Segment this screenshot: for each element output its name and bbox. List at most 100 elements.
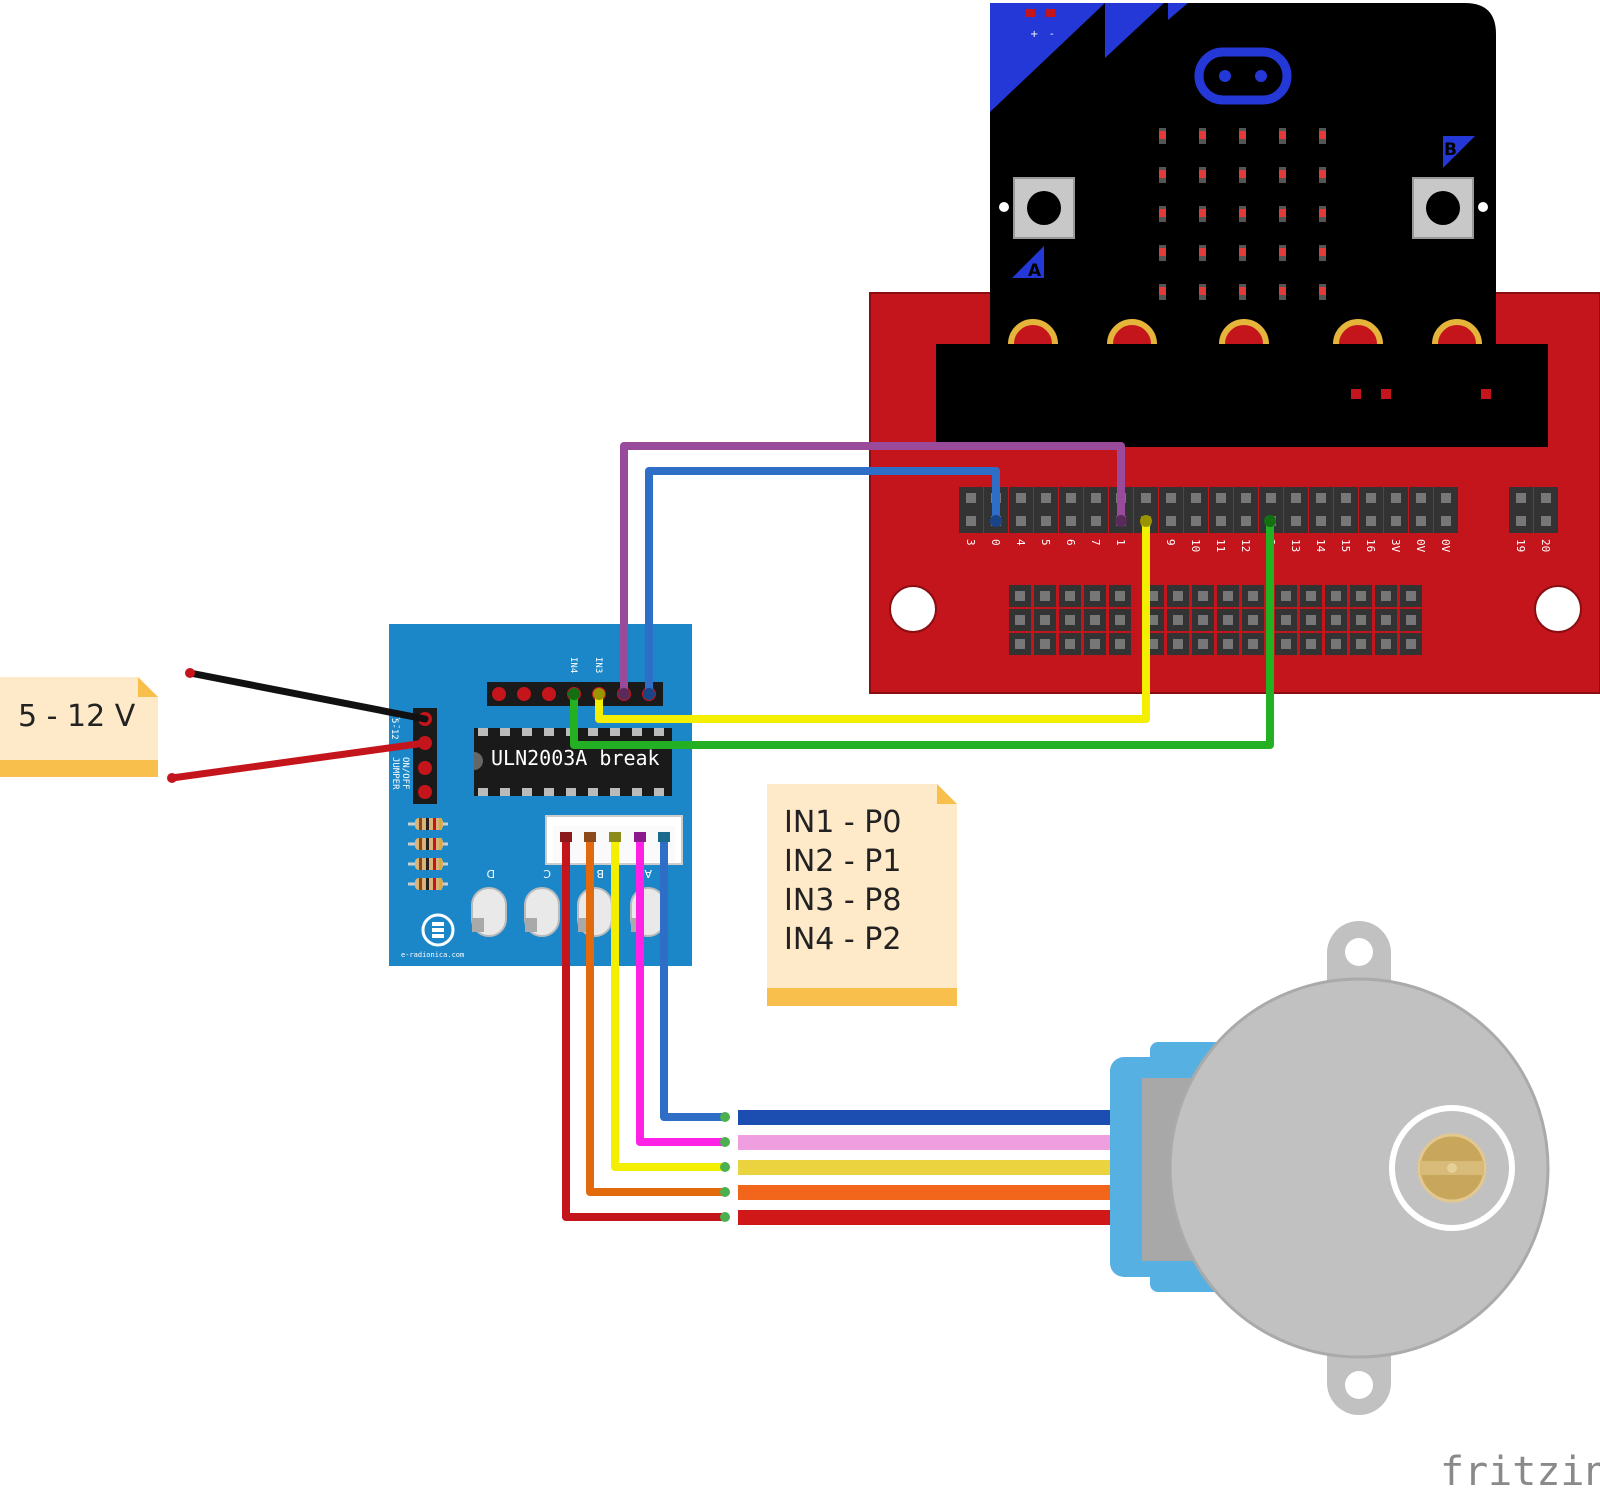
resistor-band [419, 838, 422, 850]
lower-header-pin [1306, 591, 1316, 601]
breakout-pin-label: 13 [1289, 539, 1302, 552]
header-pin [1391, 516, 1401, 526]
site-label: e-radionica.com [401, 951, 464, 959]
led-label-d: D [487, 867, 495, 880]
e-radionica-logo-icon [421, 913, 455, 947]
chip-label: ULN2003A break [491, 746, 660, 770]
button-b[interactable] [1412, 177, 1488, 239]
lower-header-pin [1040, 591, 1050, 601]
motor-leads [720, 1110, 1110, 1225]
chip-pin [588, 788, 598, 796]
lower-header-pin [1281, 615, 1291, 625]
lower-header-pin [1115, 591, 1125, 601]
header-pin [1166, 493, 1176, 503]
microbit: + - A B [990, 3, 1496, 346]
lower-header-pin [1148, 639, 1158, 649]
microbit-logo-icon [1194, 47, 1292, 105]
header-pin [1016, 516, 1026, 526]
led-pixel-light [1159, 170, 1166, 178]
led-shade [525, 918, 537, 932]
led-pixel-light [1159, 248, 1166, 256]
wires [167, 442, 1276, 1225]
pin-note-line-2: IN2 - P1 [784, 844, 901, 879]
resistor-band [426, 858, 429, 870]
lower-header-pin [1406, 615, 1416, 625]
lower-header-pin [1090, 591, 1100, 601]
lower-header-pin [1065, 615, 1075, 625]
wire-motor-yellow [611, 838, 725, 1171]
lower-header-pin [1040, 615, 1050, 625]
wire-endpoints [568, 515, 1276, 700]
chip-pin [544, 728, 554, 736]
header-pin [1516, 493, 1526, 503]
breakout-pin-label: 7 [1089, 539, 1102, 546]
wire-green-in4 [570, 521, 1274, 749]
wire-purple-in2 [620, 442, 1125, 694]
led-pixel-light [1159, 287, 1166, 295]
lower-header-pin [1065, 591, 1075, 601]
lower-header-pin [1381, 615, 1391, 625]
edge-pad [1219, 319, 1269, 345]
led-pixel-light [1239, 287, 1246, 295]
header-pin [1316, 493, 1326, 503]
lower-header-pin [1356, 591, 1366, 601]
led-pixel-light [1159, 131, 1166, 139]
header-pin [1366, 493, 1376, 503]
wire-motor-orange [586, 838, 725, 1196]
header-pin [1091, 516, 1101, 526]
pin-note-line-3: IN3 - P8 [784, 883, 901, 918]
breakout-pin-label: 10 [1189, 539, 1202, 552]
stepper-motor [1110, 921, 1550, 1415]
power-note-text: 5 - 12 V [18, 699, 136, 734]
fritzing-watermark: fritzing [1440, 1449, 1600, 1495]
lower-header-pin [1115, 615, 1125, 625]
header-pin [1166, 516, 1176, 526]
button-a[interactable] [999, 177, 1075, 239]
resistor-band [439, 818, 442, 830]
header-label-in3: IN3 [593, 657, 603, 673]
mount-hole-left [889, 585, 937, 633]
chip-pin [500, 728, 510, 736]
chip-pin [610, 788, 620, 796]
breakout-pin-label: 16 [1364, 539, 1377, 552]
header-pin [1041, 516, 1051, 526]
lower-header-pin [1090, 615, 1100, 625]
lower-header-pin [1148, 615, 1158, 625]
header-pin [1541, 493, 1551, 503]
lower-header-pin [1198, 639, 1208, 649]
jumper-label-2: JUMPER [390, 757, 400, 790]
header-pin [1191, 516, 1201, 526]
chip-pin [610, 728, 620, 736]
header-pin [1391, 493, 1401, 503]
edge-connector [936, 344, 1548, 447]
wire-motor-red [562, 838, 725, 1221]
battery-plus-label: + [1030, 29, 1038, 40]
chip-pin [522, 728, 532, 736]
header-pin [966, 516, 976, 526]
breakout-pin-label: 14 [1314, 539, 1327, 553]
wire-motor-pink [636, 838, 725, 1146]
chip-pin [478, 728, 488, 736]
header-pin [1016, 493, 1026, 503]
resistor-band [419, 818, 422, 830]
header-pin [1291, 493, 1301, 503]
lower-header-pin [1331, 615, 1341, 625]
led-pixel-light [1199, 248, 1206, 256]
resistor-band [419, 858, 422, 870]
header-pin [1541, 516, 1551, 526]
pin-note-line-1: IN1 - P0 [784, 805, 901, 840]
led-pixel-light [1239, 209, 1246, 217]
lower-header-pin [1223, 639, 1233, 649]
header-pin [1191, 493, 1201, 503]
led-pixel-light [1199, 131, 1206, 139]
lower-header-pin [1198, 591, 1208, 601]
led-pixel-light [1199, 287, 1206, 295]
resistor-band [433, 858, 436, 870]
led-pixel-light [1319, 170, 1326, 178]
led-pixel-light [1319, 131, 1326, 139]
breakout-pin-label: 0V [1414, 539, 1427, 553]
power-minus-label: - [394, 724, 404, 729]
breakout-pin-label: 0 [989, 539, 1002, 546]
